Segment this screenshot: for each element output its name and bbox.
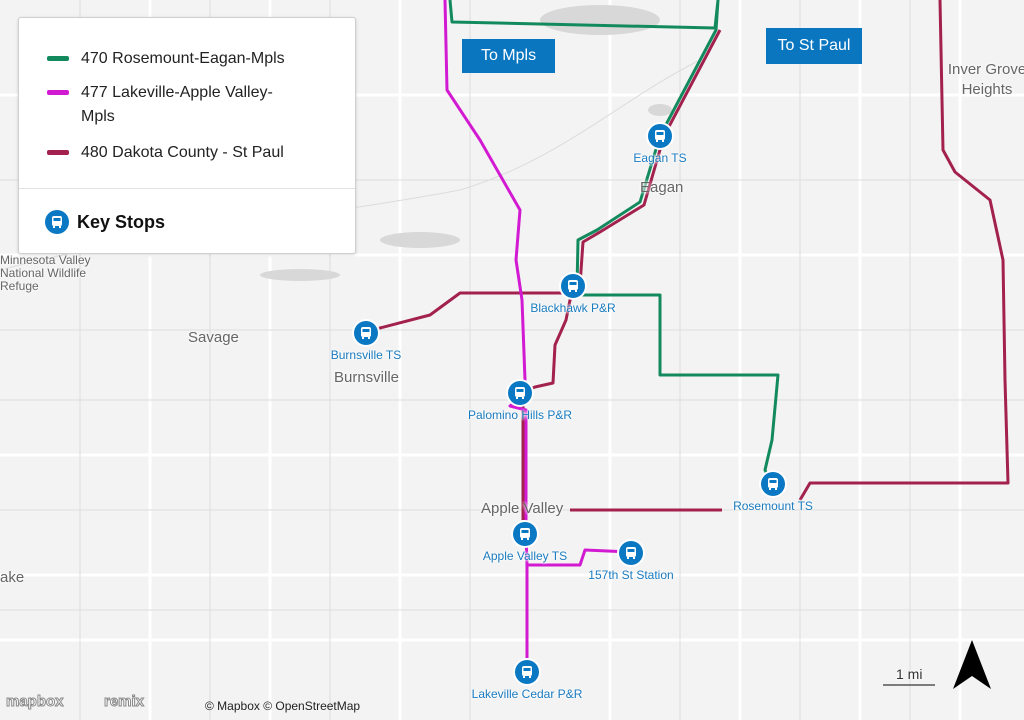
route-470-line[interactable] bbox=[448, 0, 780, 485]
bus-stop-icon[interactable] bbox=[561, 274, 585, 298]
bus-stop-icon[interactable] bbox=[354, 321, 378, 345]
bus-stop-icon bbox=[45, 210, 69, 234]
route-477-line-2[interactable] bbox=[527, 548, 631, 567]
bus-stop-icon[interactable] bbox=[513, 522, 537, 546]
place-savage: Savage bbox=[188, 329, 239, 346]
bus-stop-icon[interactable] bbox=[648, 124, 672, 148]
legend-item-470: 470 Rosemount-Eagan-Mpls bbox=[47, 47, 327, 71]
legend-item-477: 477 Lakeville-Apple Valley-Mpls bbox=[47, 81, 287, 129]
stop-label[interactable]: Rosemount TS bbox=[733, 499, 813, 513]
route-477-swatch bbox=[47, 90, 69, 95]
route-480-swatch bbox=[47, 150, 69, 155]
stop-label[interactable]: Apple Valley TS bbox=[482, 549, 568, 563]
bus-stop-icon[interactable] bbox=[508, 381, 532, 405]
stop-label[interactable]: 157th St Station bbox=[588, 568, 674, 582]
place-inver-grove-heights: Inver Grove Heights bbox=[947, 61, 1024, 98]
bus-stop-icon[interactable] bbox=[761, 472, 785, 496]
mapbox-logo[interactable]: mapbox bbox=[6, 693, 65, 711]
key-stops-label: Key Stops bbox=[77, 211, 166, 232]
legend-label: 470 Rosemount-Eagan-Mpls bbox=[81, 50, 285, 67]
stop-label[interactable]: Burnsville TS bbox=[330, 348, 402, 362]
north-arrow-icon bbox=[953, 640, 991, 689]
attribution[interactable]: © Mapbox © OpenStreetMap bbox=[205, 699, 361, 713]
scale-label: 1 mi bbox=[896, 666, 923, 682]
stop-label[interactable]: Lakeville Cedar P&R bbox=[471, 687, 583, 701]
water-bodies bbox=[260, 5, 672, 281]
legend-label: 480 Dakota County - St Paul bbox=[81, 144, 284, 161]
place-refuge: Minnesota Valley National Wildlife Refug… bbox=[0, 253, 91, 293]
to-mpls-label: To Mpls bbox=[462, 39, 555, 73]
place-lakeville: ake bbox=[0, 569, 25, 586]
legend-panel: 470 Rosemount-Eagan-Mpls 477 Lakeville-A… bbox=[18, 17, 356, 254]
legend-label: 477 Lakeville-Apple Valley-Mpls bbox=[81, 84, 273, 125]
bus-stop-icon[interactable] bbox=[515, 660, 539, 684]
legend-divider bbox=[19, 188, 355, 189]
legend-item-480: 480 Dakota County - St Paul bbox=[47, 141, 327, 165]
place-apple-valley: Apple Valley bbox=[481, 500, 564, 517]
to-st-paul-label: To St Paul bbox=[766, 28, 862, 64]
route-480-line[interactable] bbox=[798, 0, 1010, 501]
stop-label[interactable]: Blackhawk P&R bbox=[530, 301, 616, 315]
legend-key-stops: Key Stops bbox=[45, 210, 165, 234]
remix-logo[interactable]: remix bbox=[103, 693, 145, 711]
bus-stop-icon[interactable] bbox=[619, 541, 643, 565]
route-470-swatch bbox=[47, 56, 69, 61]
route-477-line[interactable] bbox=[443, 0, 529, 672]
place-eagan: Eagan bbox=[640, 179, 684, 196]
place-burnsville: Burnsville bbox=[334, 369, 400, 386]
stop-label[interactable]: Eagan TS bbox=[633, 151, 687, 165]
stop-label[interactable]: Palomino Hills P&R bbox=[467, 408, 573, 422]
route-480-line-3[interactable] bbox=[521, 29, 722, 520]
